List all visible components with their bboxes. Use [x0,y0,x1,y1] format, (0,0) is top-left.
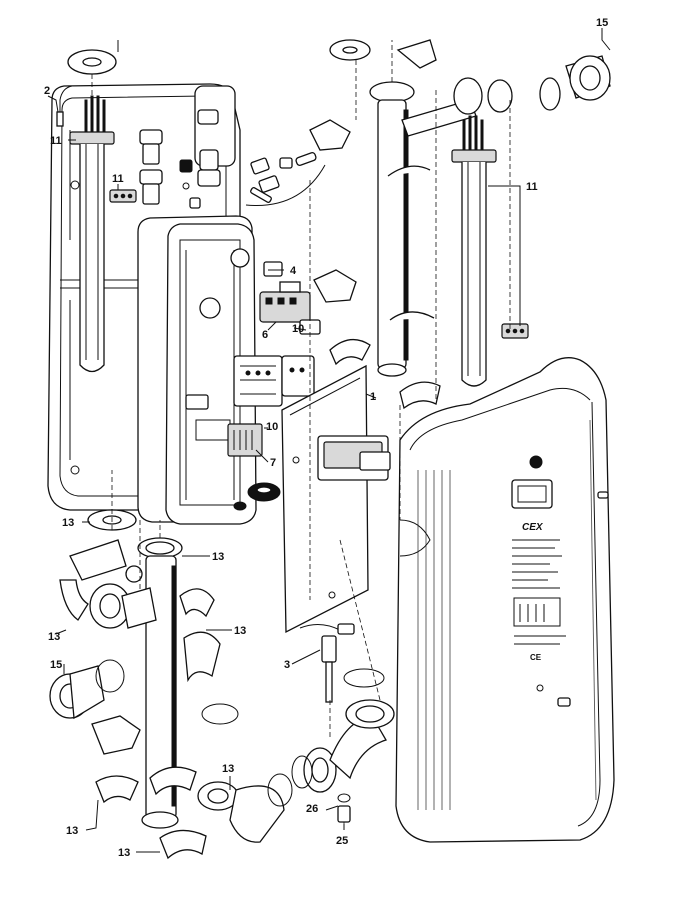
callout-10-top: 10 [292,323,304,335]
callout-1: 1 [370,391,376,403]
pipe-right-top [309,39,513,410]
terminal-block [259,261,311,323]
adapter-left [49,659,239,725]
heating-element-right [451,115,529,387]
grommet [233,482,281,511]
contactors [233,319,321,407]
callout-10-bottom: 10 [266,421,278,433]
drain-plug [337,793,351,823]
callout-6: 6 [262,329,268,341]
callout-13-bottom-clip: 13 [66,825,78,837]
callout-3: 3 [284,659,290,671]
elbow-assembly [197,668,395,843]
adapter-top-right [539,55,611,111]
heating-element-left [69,95,137,373]
callout-2: 2 [44,85,50,97]
callout-11-right: 11 [526,181,538,193]
leader-lines [47,28,611,853]
callout-13-bottom: 13 [118,847,130,859]
cable-glands [139,109,221,209]
callout-15-left: 15 [50,659,62,671]
sensor-wire [56,85,73,127]
cover-brand: CEX [522,522,544,533]
small-parts [245,152,326,206]
cover-print-lines [512,539,566,645]
callout-26: 26 [306,803,318,815]
cover-ce-mark: CE [530,653,542,662]
callout-4: 4 [290,265,297,277]
callout-25: 25 [336,835,348,847]
callout-11-small: 11 [112,173,124,185]
temperature-sensor [299,623,355,703]
front-cover [395,357,615,843]
callout-11-left: 11 [50,135,62,147]
washer-top-left [67,40,119,75]
callout-13-bracket: 13 [234,625,246,637]
callout-7: 7 [270,457,276,469]
callout-13-left-clip: 13 [48,631,60,643]
callout-13-pipe-top: 13 [212,551,224,563]
callout-15-top: 15 [596,17,608,29]
pipe-left-bottom [59,509,221,860]
assembly-lines [91,40,511,830]
callout-13-washer: 13 [62,517,74,529]
terminal-7 [227,423,263,457]
control-board [281,364,391,634]
callout-13-elbow: 13 [222,763,234,775]
